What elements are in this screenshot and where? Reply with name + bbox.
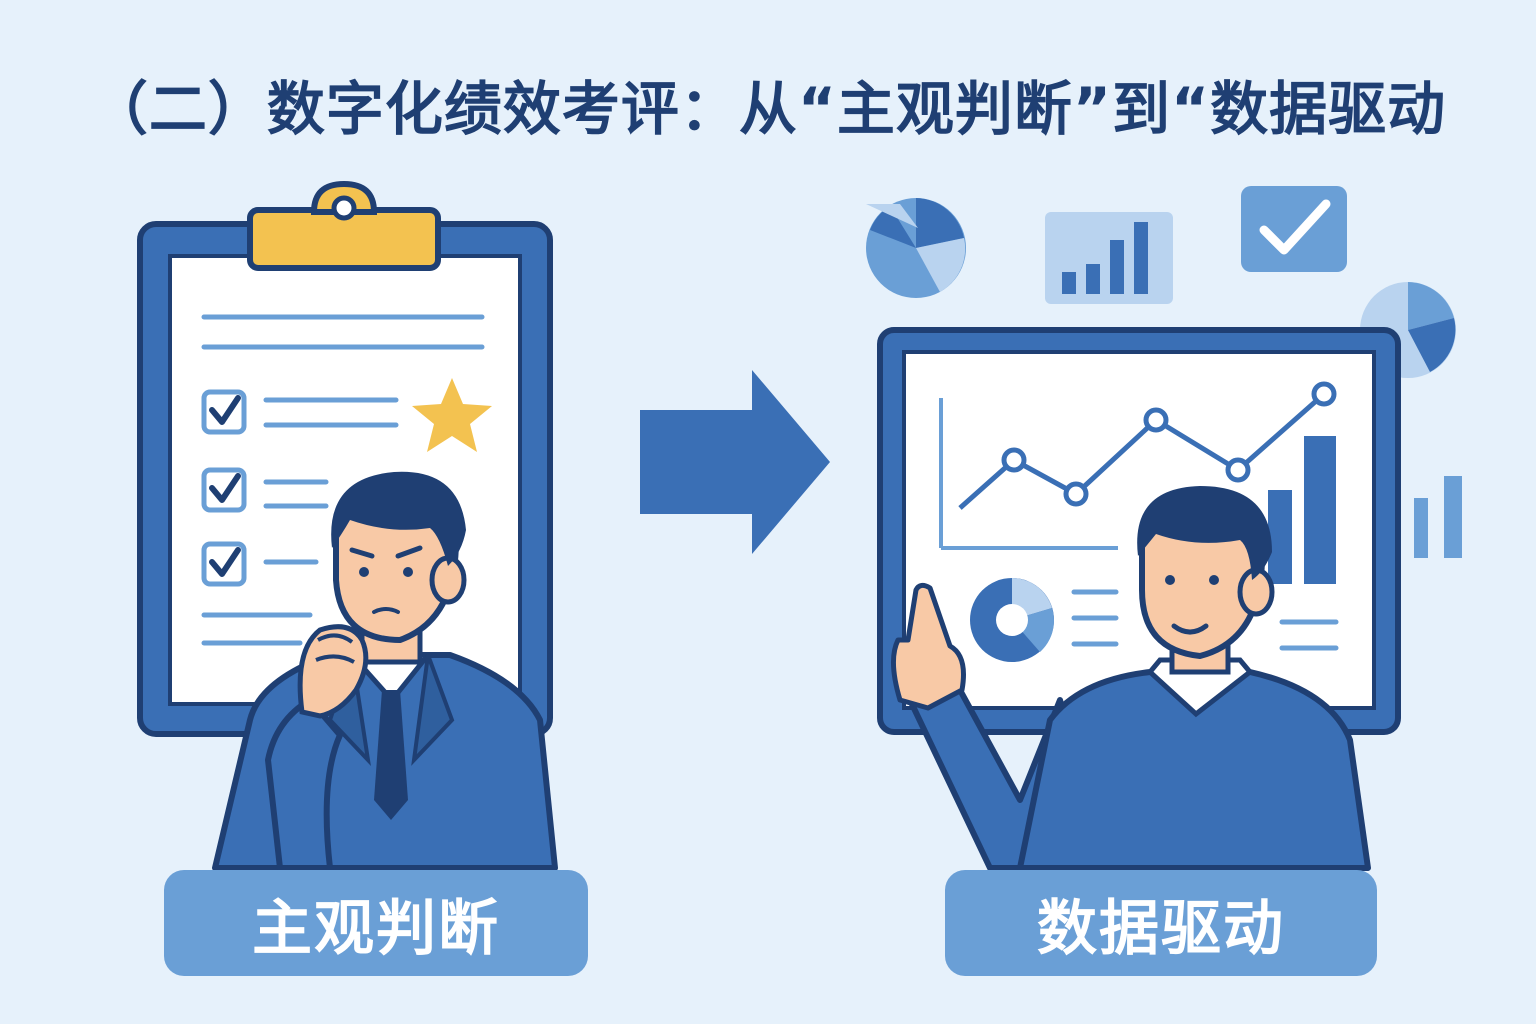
star-icon (412, 378, 492, 452)
bar-chart-icon (1414, 476, 1462, 558)
pie-chart-icon (866, 198, 966, 298)
subjective-judgment-label: 主观判断 (164, 870, 588, 976)
thinking-man-figure (212, 471, 558, 871)
pie-chart-icon (970, 578, 1054, 662)
presenting-man-figure (891, 486, 1371, 871)
line-chart-icon (958, 381, 1337, 510)
checkmark-icon (1241, 186, 1347, 272)
arrow-right-icon (640, 370, 830, 554)
checkbox-icon (201, 389, 247, 435)
data-driven-label: 数据驱动 (945, 870, 1377, 976)
checkbox-icon (201, 541, 247, 587)
clipboard-icon (137, 180, 553, 737)
bar-chart-icon (1045, 212, 1173, 304)
checkbox-icon (201, 467, 247, 513)
page-title: （二）数字化绩效考评：从“主观判断”到“数据驱动 (89, 75, 1447, 143)
